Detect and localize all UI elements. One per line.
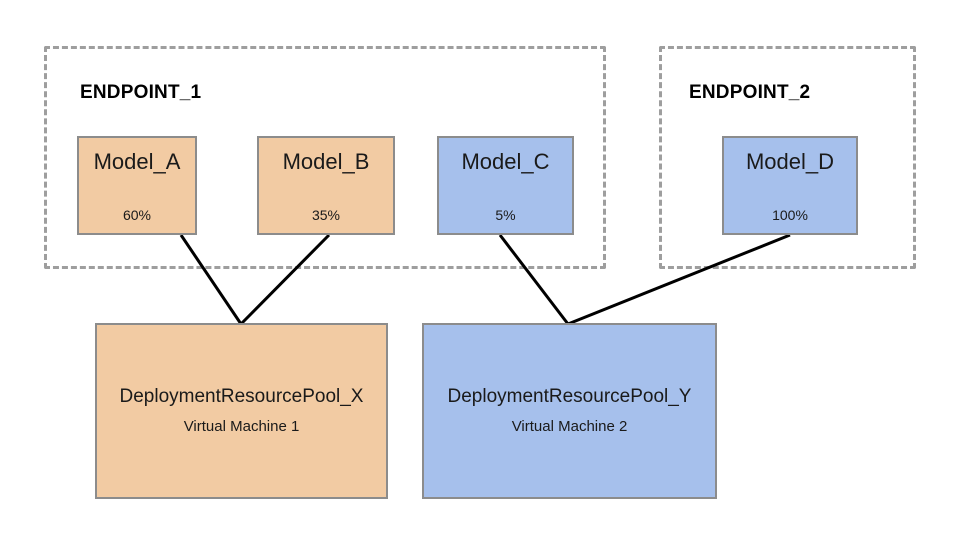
model-d-name: Model_D — [745, 149, 835, 174]
pool-box-x[interactable]: DeploymentResourcePool_X Virtual Machine… — [95, 323, 388, 499]
model-a-name: Model_A — [93, 149, 181, 174]
model-box-model-d[interactable]: Model_D 100% — [722, 136, 858, 235]
pool-y-name: DeploymentResourcePool_Y — [447, 385, 692, 407]
endpoint-1-label: ENDPOINT_1 — [80, 82, 202, 103]
model-c-name: Model_C — [461, 149, 550, 174]
pool-x-machine: Virtual Machine 1 — [183, 418, 300, 436]
pool-y-machine: Virtual Machine 2 — [511, 418, 628, 436]
model-a-traffic: 60% — [122, 207, 152, 223]
model-b-name: Model_B — [282, 149, 370, 174]
model-b-traffic: 35% — [311, 207, 341, 223]
model-box-model-a[interactable]: Model_A 60% — [77, 136, 197, 235]
model-c-traffic: 5% — [495, 207, 516, 223]
endpoint-2-label: ENDPOINT_2 — [689, 82, 811, 103]
model-box-model-b[interactable]: Model_B 35% — [257, 136, 395, 235]
pool-x-name: DeploymentResourcePool_X — [119, 385, 364, 407]
pool-box-y[interactable]: DeploymentResourcePool_Y Virtual Machine… — [422, 323, 717, 499]
model-box-model-c[interactable]: Model_C 5% — [437, 136, 574, 235]
model-d-traffic: 100% — [772, 207, 808, 223]
